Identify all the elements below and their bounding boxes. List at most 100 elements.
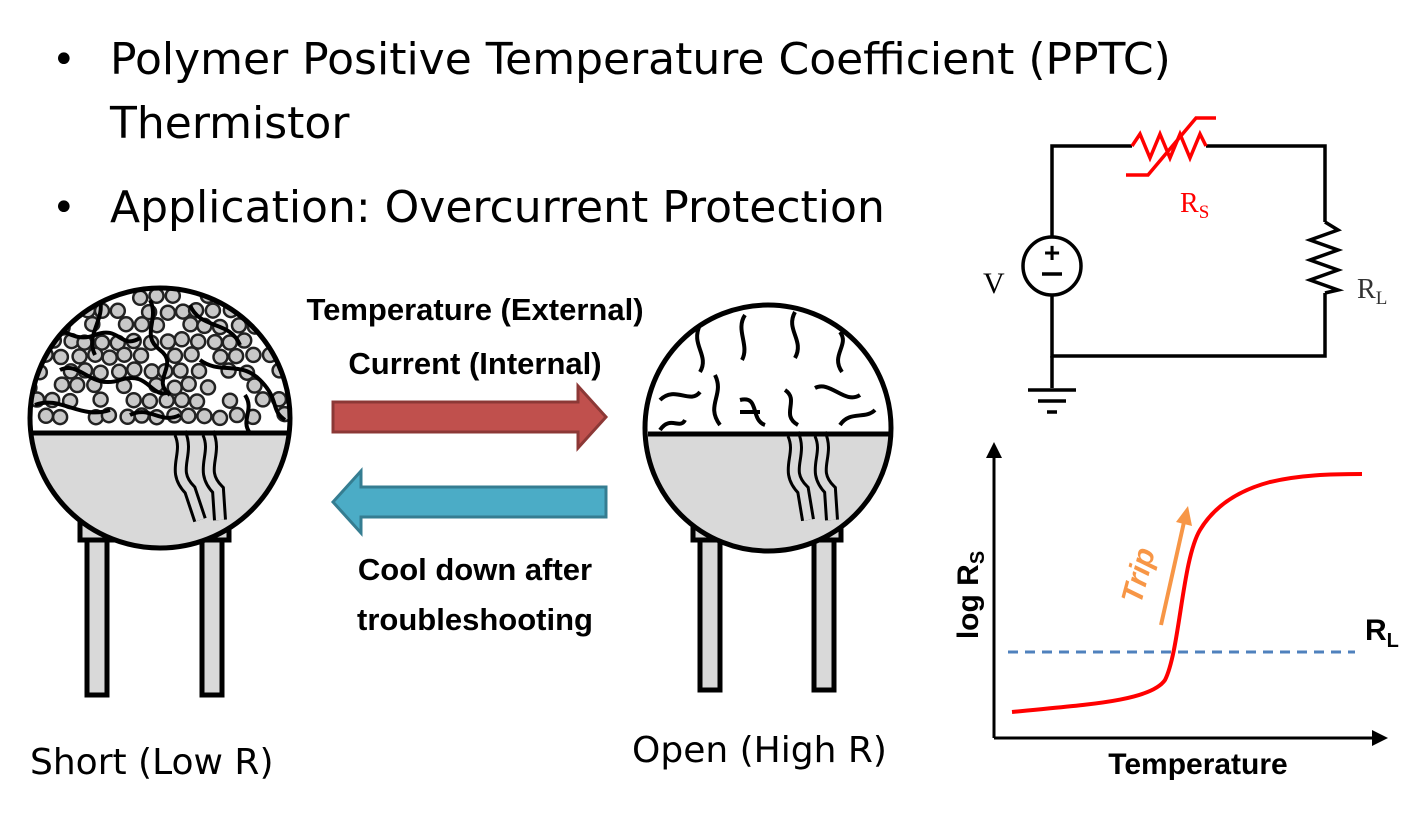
source-label: V <box>983 267 1005 300</box>
polymer-chain <box>198 358 287 422</box>
filler-particle <box>189 333 207 350</box>
filler-particle <box>110 363 128 381</box>
filler-particle <box>141 392 159 410</box>
open-lead-right <box>811 532 837 693</box>
plus-sign: + <box>1044 237 1060 268</box>
open-thermistor <box>642 302 894 693</box>
filler-particle <box>230 290 248 304</box>
circuit-diagram: + V RS RL <box>983 116 1387 414</box>
filler-particle <box>68 376 86 394</box>
threshold-label: RL <box>1365 614 1399 652</box>
bullet-dot: • <box>52 185 76 231</box>
open-lower-half <box>645 434 891 551</box>
filler-particle <box>199 379 217 396</box>
filler-particle <box>183 346 200 363</box>
polymer-chain <box>129 410 181 420</box>
filler-particle <box>244 290 261 306</box>
open-lead-left <box>697 532 723 693</box>
trip-arrow-shaft <box>1159 521 1186 626</box>
resistance-curve <box>1011 472 1363 714</box>
filler-particle <box>263 290 280 305</box>
filler-particle <box>69 290 86 304</box>
reverse-label-line2: troubleshooting <box>357 602 593 637</box>
filler-particle <box>116 346 133 363</box>
filler-particle <box>261 316 278 333</box>
filler-particle <box>86 290 103 303</box>
short-lower-half <box>30 433 290 548</box>
filler-particle <box>212 348 229 366</box>
filler-particle <box>246 377 263 394</box>
filler-particle <box>143 363 161 380</box>
filler-particle <box>36 290 54 305</box>
filler-particle <box>125 391 142 409</box>
filler-particle <box>245 346 262 364</box>
y-axis-label: log RS <box>952 551 989 639</box>
open-state-caption: Open (High R) <box>632 730 887 771</box>
x-axis-arrowhead <box>1372 730 1388 746</box>
filler-particle <box>159 333 177 350</box>
filler-particle <box>172 362 189 379</box>
short-lead-left <box>84 532 110 698</box>
filler-particle <box>53 376 71 393</box>
filler-particle <box>30 330 46 348</box>
wire-top-left <box>1050 144 1132 237</box>
open-polymer-chains <box>658 311 877 432</box>
voltage-source <box>1021 235 1083 297</box>
filler-particle <box>278 290 290 304</box>
rl-label: RL <box>1357 274 1387 309</box>
filler-particle <box>133 316 151 333</box>
filler-particle <box>30 301 47 318</box>
filler-particle <box>52 290 69 306</box>
filler-particle <box>279 349 290 367</box>
filler-particle <box>92 391 109 408</box>
polymer-chain <box>34 400 111 415</box>
filler-particle <box>52 348 70 366</box>
filler-particle <box>228 406 246 424</box>
filler-particle <box>206 333 224 351</box>
filler-particle <box>180 375 197 393</box>
filler-particle <box>180 407 197 425</box>
filler-particle <box>221 392 239 409</box>
open-outline <box>642 302 894 554</box>
filler-particle <box>132 347 150 364</box>
filler-particle <box>190 362 208 380</box>
filler-particle <box>166 347 184 365</box>
forward-label-line2: Current (Internal) <box>348 346 602 381</box>
forward-label-line1: Temperature (External) <box>306 292 644 327</box>
bullet-pptc-line1: Polymer Positive Temperature Coefficient… <box>110 34 1171 85</box>
filler-particle <box>148 290 165 305</box>
trip-label: Trip <box>1116 544 1162 607</box>
filler-particle <box>101 349 118 366</box>
short-outline <box>27 285 293 551</box>
filler-particle <box>158 392 175 409</box>
filler-particle <box>182 316 199 333</box>
filler-particle <box>51 408 69 426</box>
filler-particle <box>93 334 111 351</box>
polymer-chain <box>188 304 242 346</box>
filler-particle <box>220 362 237 379</box>
filler-particle <box>117 315 135 333</box>
filler-particle <box>159 304 177 321</box>
polymer-chain <box>148 299 172 397</box>
bullet-dot: • <box>52 37 76 83</box>
y-axis-arrowhead <box>986 442 1002 458</box>
short-thermistor <box>27 285 293 698</box>
bullet-pptc-line2: Thermistor <box>110 98 350 149</box>
filler-particle <box>285 301 290 318</box>
bullet-application-text: Application: Overcurrent Protection <box>110 182 885 233</box>
filler-particle <box>37 407 55 425</box>
reverse-label-line1: Cool down after <box>357 552 593 587</box>
short-lead-right <box>199 532 225 698</box>
filler-particle <box>164 290 182 304</box>
filler-particle <box>173 331 191 348</box>
filler-particle <box>196 407 213 425</box>
filler-particle <box>173 391 191 409</box>
filler-particle <box>211 409 229 427</box>
polymer-chain <box>243 393 252 433</box>
thermistor-symbol <box>1126 116 1216 177</box>
wire-top-right <box>1206 144 1327 222</box>
load-resistor-zigzag <box>1304 220 1345 295</box>
polymer-chain <box>90 299 103 356</box>
filler-particle <box>71 348 88 365</box>
